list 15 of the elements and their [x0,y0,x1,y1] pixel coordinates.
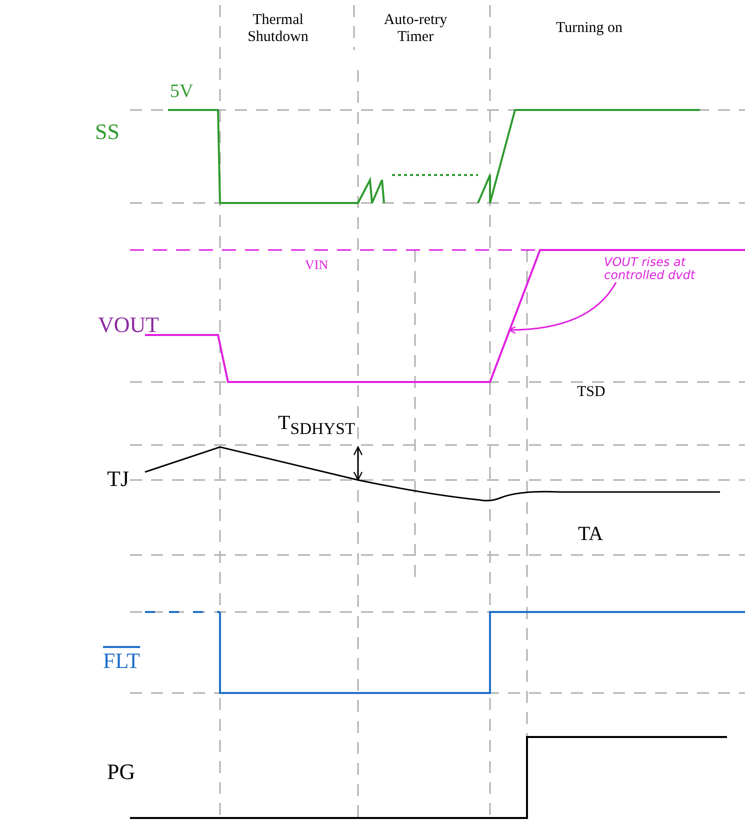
voltage-label: VIN [305,258,328,272]
callout-text: VOUT rises at controlled dvdt [604,256,734,282]
signal-name: FLT [103,649,140,674]
signal-name: VOUT [98,313,160,338]
signal-name: PG [107,760,136,784]
voltage-label: 5V [170,82,194,103]
column-header: Thermal Shutdown [246,12,310,45]
threshold-label: TSD [577,384,606,400]
column-header: Auto-retry Timer [382,12,448,45]
threshold-label: T$_{SDHYST}$ [278,412,356,438]
column-header: Turning on [556,20,623,36]
threshold-label: TA [578,523,604,545]
signal-name: SS [95,120,120,144]
leader-line [508,282,617,334]
signal-name: TJ [107,467,129,492]
